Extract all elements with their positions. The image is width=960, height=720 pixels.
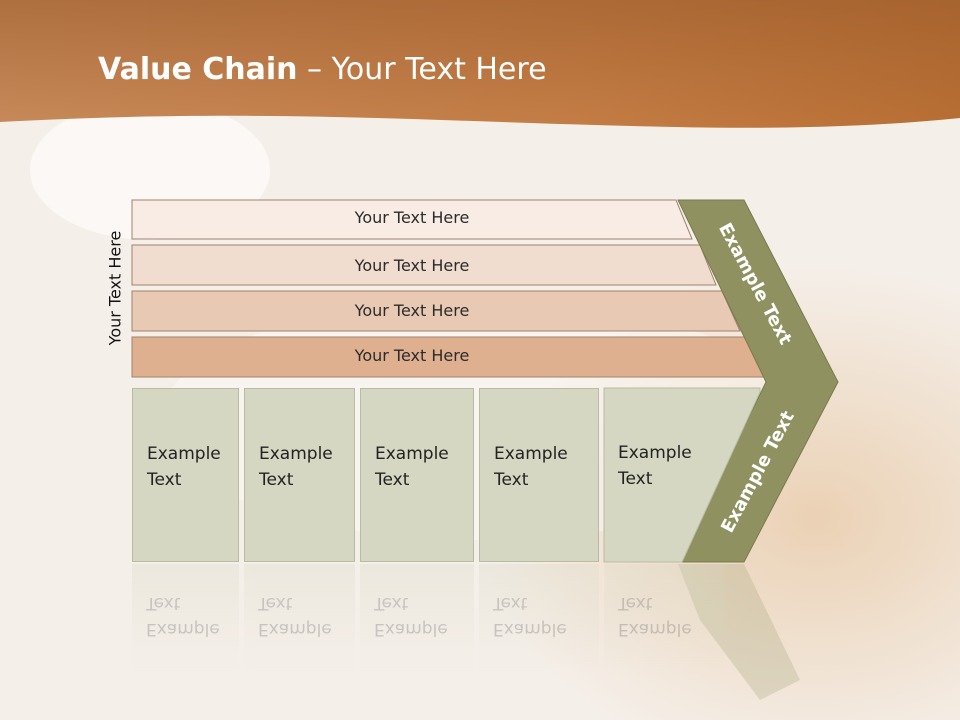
activity-box-2-reflection-text: Example Text	[258, 593, 332, 639]
activity-box-2-reflection: Example Text	[244, 564, 355, 694]
activity-box-1: Example Text	[132, 388, 239, 562]
activity-box-4-reflection: Example Text	[479, 564, 599, 694]
activity-box-3: Example Text	[360, 388, 474, 562]
title-bold: Value Chain	[98, 52, 298, 87]
side-label: Your Text Here	[105, 230, 125, 346]
row-band-3	[131, 290, 741, 332]
activity-box-3-reflection-text: Example Text	[374, 593, 448, 639]
activity-box-4-reflection-text: Example Text	[493, 593, 567, 639]
row-label-1: Your Text Here	[354, 208, 470, 227]
chevron-arrow	[677, 199, 839, 563]
activity-box-5-reflection: Example Text	[604, 564, 724, 694]
activity-box-2: Example Text	[244, 388, 355, 562]
row-label-4: Your Text Here	[354, 346, 470, 365]
activity-box-1-reflection-text: Example Text	[146, 593, 220, 639]
slide-title: Value Chain – Your Text Here	[98, 52, 547, 87]
activity-box-3-text: Example Text	[375, 444, 449, 490]
activity-box-4-text: Example Text	[494, 444, 568, 490]
chevron-reflection	[678, 564, 800, 700]
activity-box-2-text: Example Text	[259, 444, 333, 490]
activity-box-1-text: Example Text	[147, 444, 221, 490]
last-box-shape	[603, 387, 761, 563]
row-label-2: Your Text Here	[354, 256, 470, 275]
activity-box-3-reflection: Example Text	[360, 564, 474, 694]
activity-box-5-reflection-text: Example Text	[618, 593, 692, 639]
row-band-2	[131, 244, 717, 286]
activity-box-1-reflection: Example Text	[132, 564, 239, 694]
row-band-1	[131, 199, 693, 240]
activity-box-5: Example Text	[604, 388, 724, 562]
activity-box-5-text: Example Text	[618, 443, 692, 489]
activity-box-4: Example Text	[479, 388, 599, 562]
title-rest: – Your Text Here	[297, 52, 547, 87]
row-label-3: Your Text Here	[354, 301, 470, 320]
